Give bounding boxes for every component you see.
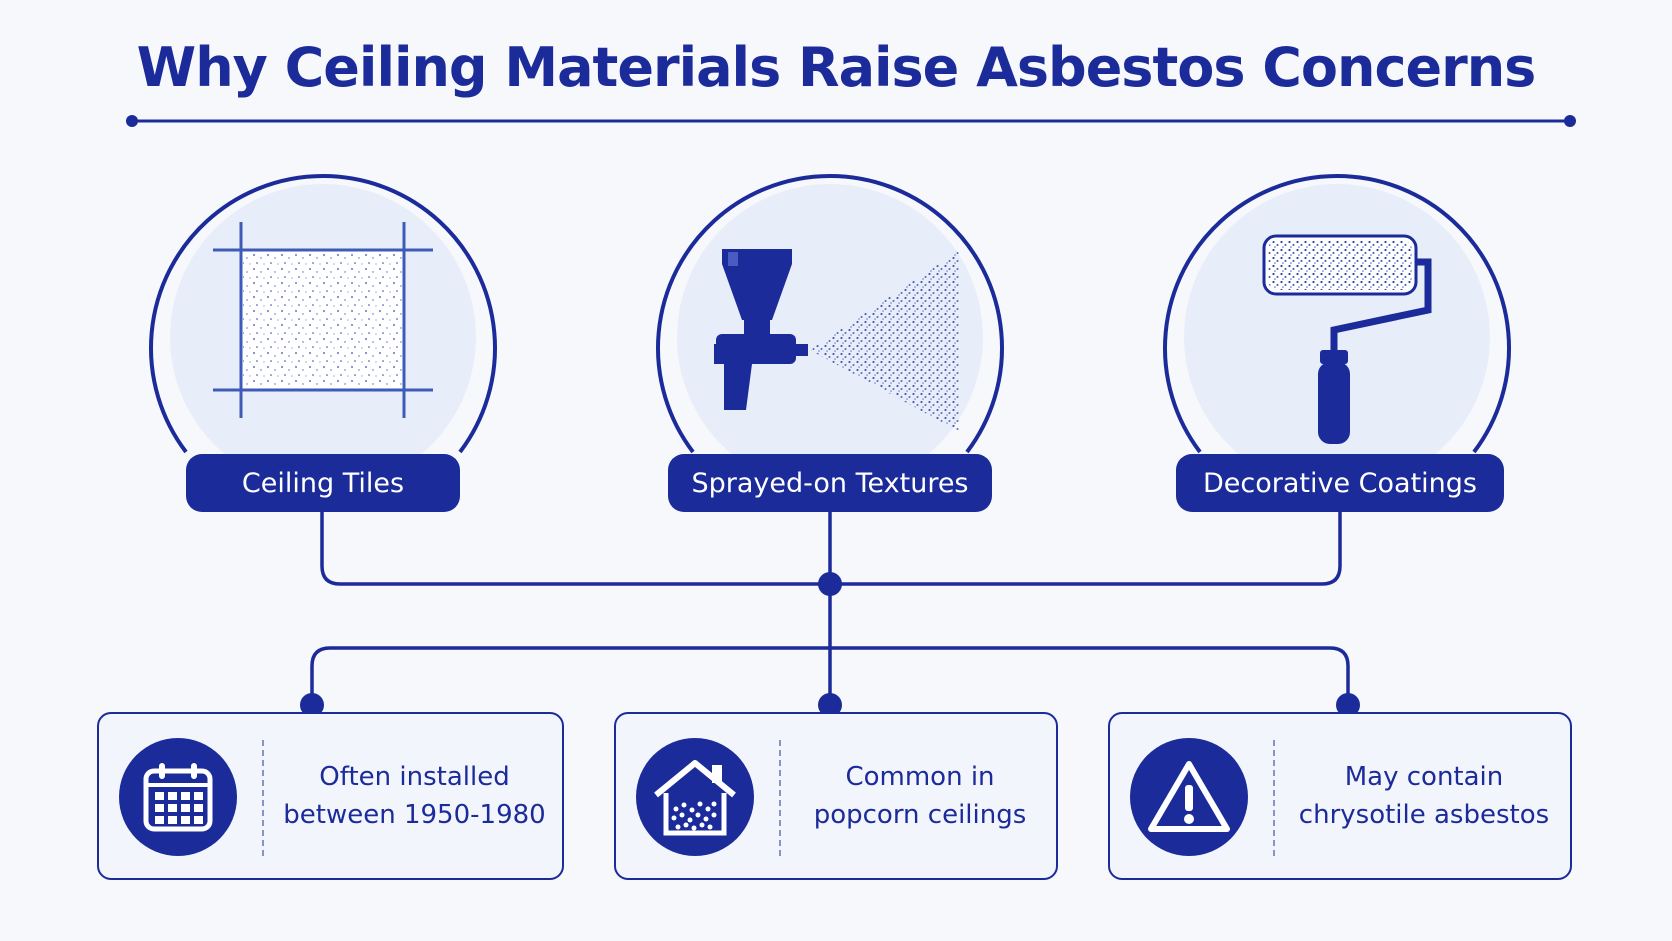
label-sprayed-on-textures: Sprayed-on Textures: [668, 454, 992, 512]
fact-line-1: May contain: [1344, 762, 1504, 792]
card-divider: [1273, 740, 1275, 856]
fact-line-1: Often installed: [319, 762, 510, 792]
card-divider: [779, 740, 781, 856]
fact-card-chrysotile: May contain chrysotile asbestos: [1108, 712, 1572, 880]
fact-node-3: [1336, 693, 1360, 717]
spray-gun-icon: [714, 249, 960, 432]
title-underline: [126, 115, 1576, 127]
fact-text: Common in popcorn ceilings: [794, 714, 1046, 878]
hub-node: [818, 572, 842, 596]
calendar-icon: [119, 738, 237, 856]
connector-lines: [310, 510, 1350, 705]
decorative-coatings-circle: [1163, 174, 1511, 490]
fact-card-installed: Often installed between 1950-1980: [97, 712, 564, 880]
fact-text: May contain chrysotile asbestos: [1288, 714, 1560, 878]
fact-node-2: [818, 693, 842, 717]
paint-roller-icon: [1262, 234, 1432, 444]
house-icon: [636, 738, 754, 856]
fact-line-2: between 1950-1980: [283, 800, 546, 830]
ceiling-tiles-circle: [149, 174, 497, 490]
fact-node-1: [300, 693, 324, 717]
ceiling-tile-icon: [213, 222, 433, 418]
fact-line-2: chrysotile asbestos: [1298, 800, 1550, 830]
label-ceiling-tiles: Ceiling Tiles: [186, 454, 460, 512]
fact-line-1: Common in: [845, 762, 995, 792]
fact-text: Often installed between 1950-1980: [277, 714, 552, 878]
card-divider: [262, 740, 264, 856]
label-decorative-coatings: Decorative Coatings: [1176, 454, 1504, 512]
page-title: Why Ceiling Materials Raise Asbestos Con…: [136, 36, 1537, 99]
warning-icon: [1130, 738, 1248, 856]
fact-line-2: popcorn ceilings: [813, 800, 1027, 830]
sprayed-textures-circle: [656, 174, 1004, 490]
fact-card-popcorn: Common in popcorn ceilings: [614, 712, 1058, 880]
